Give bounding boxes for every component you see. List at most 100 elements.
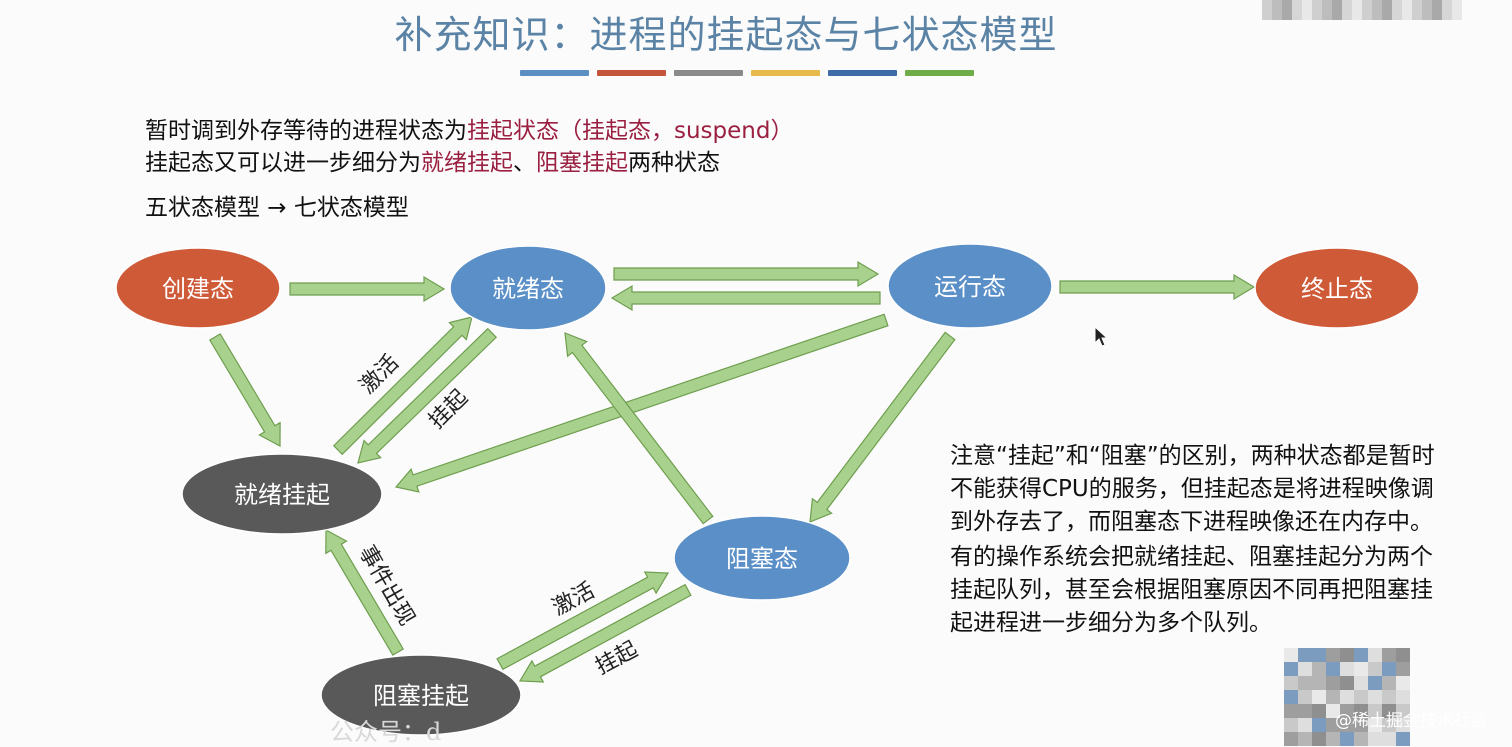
arrow-blocked-to-blocked-suspend [518, 583, 692, 683]
state-node-ready: 就绪态 [449, 245, 607, 331]
mosaic-block [1432, 10, 1442, 20]
arrow-ready-suspend-to-ready [332, 316, 473, 456]
mosaic-block [1402, 10, 1412, 20]
state-label: 终止态 [1301, 275, 1373, 303]
mosaic-block [1292, 10, 1302, 20]
intro-line-3: 五状态模型 → 七状态模型 [145, 195, 409, 221]
mosaic-block [1382, 662, 1396, 676]
state-node-ready-suspend: 就绪挂起 [181, 453, 383, 535]
mosaic-block [1342, 0, 1352, 10]
state-ellipse [887, 243, 1053, 329]
title-bar-segment [597, 70, 666, 76]
title-bar-segment [751, 70, 820, 76]
mosaic-block [1382, 704, 1396, 718]
mosaic-block [1282, 0, 1292, 10]
intro-line-2-separator: 、 [513, 150, 536, 176]
mosaic-block [1326, 662, 1340, 676]
mosaic-block [1340, 732, 1354, 746]
arrow-running-to-blocked [809, 331, 956, 523]
intro-line-1-highlight: 挂起状态（挂起态，suspend） [467, 118, 794, 144]
mosaic-block [1298, 704, 1312, 718]
mosaic-block [1368, 690, 1382, 704]
mosaic-block [1354, 676, 1368, 690]
mosaic-block [1298, 662, 1312, 676]
mosaic-block [1284, 662, 1298, 676]
state-ellipse [181, 453, 383, 535]
state-ellipse [115, 247, 281, 329]
state-ellipse [449, 245, 607, 331]
pixelated-watermark-top [1262, 0, 1462, 24]
mosaic-block [1452, 0, 1462, 10]
mosaic-block [1396, 704, 1410, 718]
mosaic-block [1312, 718, 1326, 732]
mosaic-block [1340, 662, 1354, 676]
mosaic-block [1282, 10, 1292, 20]
mosaic-block [1396, 732, 1410, 746]
mosaic-block [1354, 662, 1368, 676]
watermark-text: @稀土掘金技术社区 [1335, 711, 1488, 731]
mosaic-block [1326, 718, 1340, 732]
mosaic-block [1368, 732, 1382, 746]
state-label: 就绪挂起 [234, 481, 330, 509]
intro-highlight-ready-suspend: 就绪挂起 [421, 150, 513, 176]
mosaic-block [1354, 704, 1368, 718]
mosaic-block [1312, 0, 1322, 10]
arrow-new-to-ready [289, 275, 446, 303]
intro-line-1-text: 暂时调到外存等待的进程状态为 [145, 118, 467, 144]
mosaic-block [1312, 676, 1326, 690]
intro-line-1: 暂时调到外存等待的进程状态为挂起状态（挂起态，suspend） [145, 116, 793, 146]
state-ellipse [673, 515, 851, 601]
mosaic-block [1312, 662, 1326, 676]
mosaic-block [1340, 676, 1354, 690]
title-color-bar [520, 70, 974, 76]
intro-line-2-tail: 两种状态 [628, 150, 720, 176]
mosaic-block [1402, 0, 1412, 10]
arrow-ready-to-ready-suspend [357, 327, 498, 464]
mosaic-block [1382, 732, 1396, 746]
mosaic-block [1342, 10, 1352, 20]
intro-highlight-blocked-suspend: 阻塞挂起 [536, 150, 628, 176]
mosaic-block [1284, 676, 1298, 690]
mosaic-block [1354, 718, 1368, 732]
arrow-running-to-ready-suspend [394, 313, 889, 493]
mosaic-block [1382, 690, 1396, 704]
mosaic-block [1432, 0, 1442, 10]
mosaic-block [1284, 732, 1298, 746]
mosaic-block [1396, 648, 1410, 662]
state-ellipse [1254, 247, 1420, 329]
mosaic-block [1396, 662, 1410, 676]
mosaic-block [1362, 0, 1372, 10]
mosaic-block [1392, 0, 1402, 10]
mosaic-block [1298, 676, 1312, 690]
arrow-running-to-terminated [1059, 273, 1256, 301]
intro-line-2-text: 挂起态又可以进一步细分为 [145, 150, 421, 176]
mosaic-block [1382, 676, 1396, 690]
state-nodes: 创建态就绪态运行态终止态就绪挂起阻塞态阻塞挂起 [115, 243, 1420, 736]
note-paragraph-2: 有的操作系统会把就绪挂起、阻塞挂起分为两个挂起队列，甚至会根据阻塞原因不同再把阻… [950, 544, 1433, 636]
mosaic-block [1422, 10, 1432, 20]
title-bar-segment [828, 70, 897, 76]
mosaic-block [1396, 676, 1410, 690]
mosaic-block [1326, 690, 1340, 704]
mosaic-block [1284, 718, 1298, 732]
arrow-ready-to-running [613, 260, 880, 288]
mosaic-block [1340, 648, 1354, 662]
mosaic-block [1284, 648, 1298, 662]
mosaic-block [1354, 732, 1368, 746]
mosaic-block [1326, 676, 1340, 690]
mosaic-block [1302, 10, 1312, 20]
mosaic-block [1262, 0, 1272, 10]
mosaic-block [1326, 704, 1340, 718]
mosaic-block [1354, 648, 1368, 662]
mosaic-block [1442, 10, 1452, 20]
mosaic-block [1422, 0, 1432, 10]
mosaic-block [1352, 0, 1362, 10]
mosaic-block [1412, 10, 1422, 20]
mosaic-block [1372, 10, 1382, 20]
mosaic-block [1272, 10, 1282, 20]
mosaic-block [1302, 0, 1312, 10]
mosaic-block [1312, 10, 1322, 20]
mosaic-block [1262, 10, 1272, 20]
state-label: 创建态 [162, 275, 234, 303]
mosaic-block [1362, 10, 1372, 20]
